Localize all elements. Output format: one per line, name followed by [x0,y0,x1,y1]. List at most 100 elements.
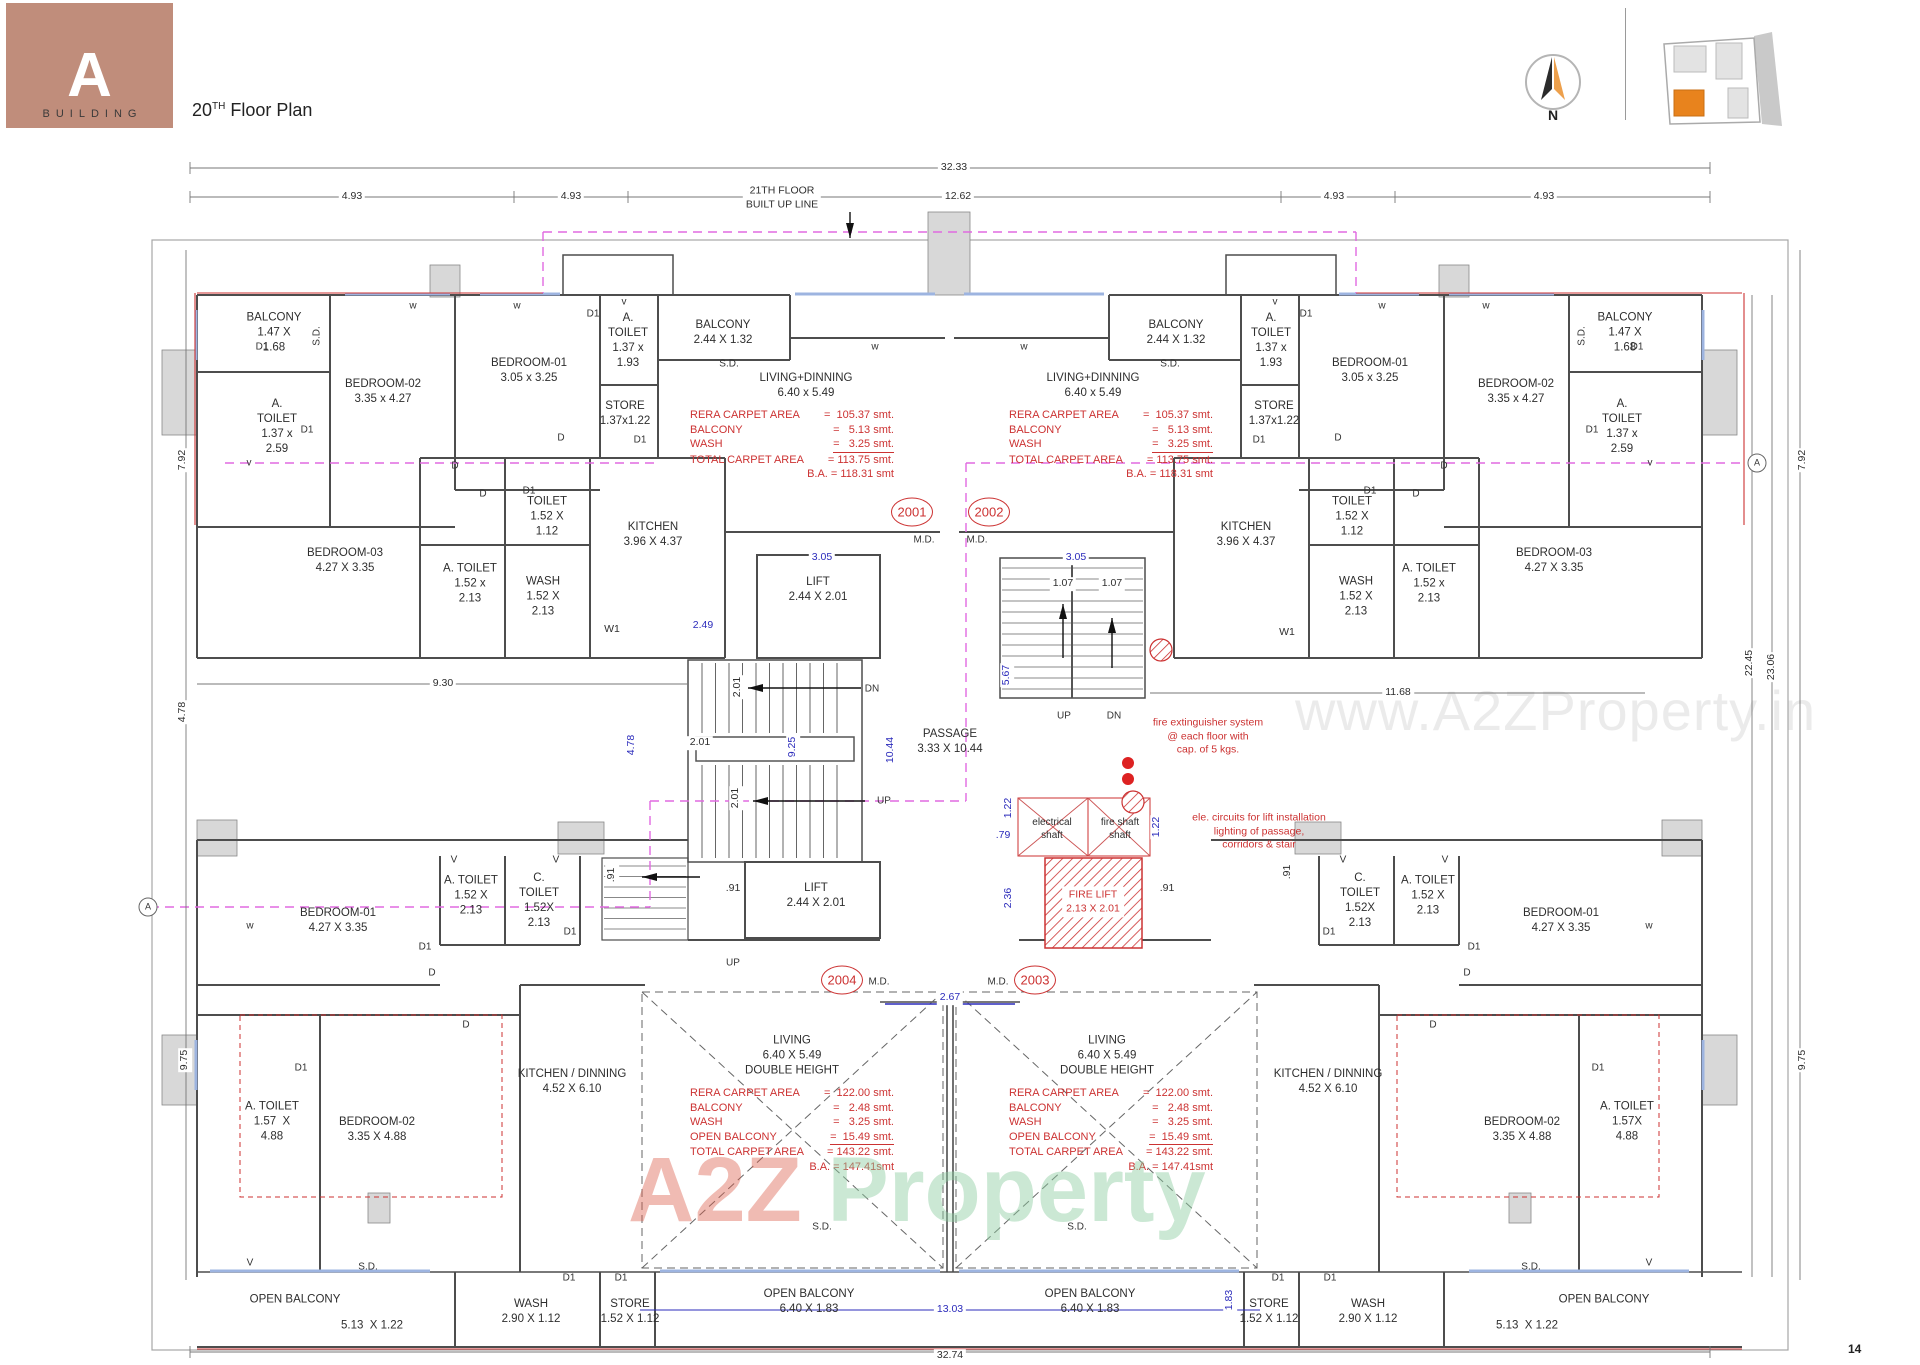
page-number: 14 [1848,1342,1862,1356]
door-tag: D1 [562,1272,576,1284]
room-a-toilet: A. TOILET 1.37 x 2.59 [1601,398,1643,455]
dim: .91 [1156,882,1178,896]
dim: 7.92 [1796,447,1810,473]
dim-blue: 1.83 [1223,1287,1237,1313]
room-wash: WASH 1.52 X 2.13 [1338,575,1374,618]
room-balcony: BALCONY 2.44 X 1.32 [1146,319,1206,346]
sliding-door-tag: S.D. [1521,1261,1541,1273]
vent-tag: V [552,854,560,866]
door-tag: D1 [1630,341,1644,353]
window-tag: w [513,300,521,312]
door-tag: D [451,460,459,472]
window-tag: W1 [601,623,623,637]
room-lift: LIFT 2.44 X 2.01 [786,882,846,909]
dim: 9.30 [429,677,457,691]
room-a-toilet: A. TOILET 1.37 x 2.59 [256,398,298,455]
dim: 23.06 [1765,651,1779,683]
room-bedroom-01: BEDROOM-01 3.05 x 3.25 [1331,357,1409,384]
room-a-toilet: A. TOILET 1.52 x 2.13 [1402,562,1456,605]
room-balcony: BALCONY 1.47 X 1.68 [246,311,302,354]
building-word: BUILDING [42,108,143,120]
highlighted-building-block [1673,89,1705,117]
dim: 2.01 [731,674,745,700]
dim: 1.07 [1049,577,1077,591]
door-tag: D1 [563,926,577,938]
door-tag: D1 [300,424,314,436]
door-tag: D [557,432,565,444]
door-tag: D1 [255,341,269,353]
room-a-toilet: A. TOILET 1.52 X 2.13 [444,874,498,917]
building-letter: A [67,41,112,111]
north-compass-icon: N [1525,54,1581,123]
room-a-toilet: A. TOILET 1.37 x 1.93 [607,312,649,369]
room-wash: WASH 2.90 X 1.12 [1338,1298,1398,1325]
window-tag: w [246,920,254,932]
main-door-tag: M.D. [966,534,988,546]
door-tag: D1 [522,485,536,497]
room-living: LIVING 6.40 X 5.49 DOUBLE HEIGHT [745,1034,839,1077]
room-lift: LIFT 2.44 X 2.01 [788,576,848,603]
room-c-toilet: C. TOILET 1.52X 2.13 [518,872,560,929]
room-bedroom-02: BEDROOM-02 3.35 x 4.27 [344,378,422,405]
dim: 4.93 [338,190,366,204]
room-living: LIVING 6.40 X 5.49 DOUBLE HEIGHT [1060,1034,1154,1077]
room-kitchen-dinning: KITCHEN / DINNING 4.52 X 6.10 [517,1068,627,1095]
stair-direction: UP [1057,710,1071,722]
room-bedroom-03: BEDROOM-03 4.27 X 3.35 [1515,547,1593,574]
room-open-balcony: OPEN BALCONY 6.40 X 1.83 [763,1288,855,1315]
room-bedroom-01: BEDROOM-01 4.27 X 3.35 [299,907,377,934]
vent-tag: V [246,1257,254,1269]
door-tag: D1 [1271,1272,1285,1284]
door-tag: D [1412,488,1420,500]
door-tag: D1 [1363,485,1377,497]
door-tag: D [428,967,436,979]
dim-blue: 4.78 [625,732,639,758]
sliding-door-tag: S.D. [1576,326,1588,346]
dim: 9.75 [1796,1047,1810,1073]
window-tag: w [409,300,417,312]
dim: 4.93 [1530,190,1558,204]
sliding-door-tag: S.D. [719,358,739,370]
dim: 2.01 [729,785,743,811]
window-tag: w [1020,341,1028,353]
dim: 12.62 [941,190,975,204]
door-tag: D1 [1299,308,1313,320]
dim: .91 [1281,862,1295,882]
window-tag: w [1482,300,1490,312]
note-ele-circuits: ele. circuits for lift installation ligh… [1192,811,1326,851]
dim: .91 [722,882,744,896]
vent-tag: V [1339,854,1347,866]
dim: 4.93 [1320,190,1348,204]
page-title: 20TH Floor Plan [192,100,313,120]
dim-blue: 1.22 [1002,795,1016,821]
window-tag: w [871,341,879,353]
dim-blue: 3.05 [1062,551,1090,565]
dim-blue: 2.36 [1002,885,1016,911]
main-door-tag: M.D. [868,976,890,988]
dim: .91 [605,865,619,885]
room-bedroom-03: BEDROOM-03 4.27 X 3.35 [306,547,384,574]
note-built-up-line: 21TH FLOOR BUILT UP LINE [742,184,822,212]
dim-overall-bottom: 32.74 [933,1349,967,1363]
room-balcony: BALCONY 1.47 X 1.68 [1597,311,1653,354]
room-open-balcony-size: 5.13 X 1.22 [340,1319,404,1332]
sliding-door-tag: S.D. [358,1261,378,1273]
stair-direction: DN [864,683,880,695]
room-bedroom-02: BEDROOM-02 3.35 X 4.88 [1483,1116,1561,1143]
room-bedroom-01: BEDROOM-01 4.27 X 3.35 [1522,907,1600,934]
door-tag: D [1334,432,1342,444]
door-tag: D1 [1585,424,1599,436]
room-wash: WASH 1.52 X 2.13 [525,575,561,618]
room-toilet: TOILET 1.52 X 1.12 [1331,495,1373,538]
room-open-balcony-size: 5.13 X 1.22 [1495,1319,1559,1332]
stair-direction: UP [726,957,740,969]
dim-blue: 2.67 [936,991,964,1005]
building-brand-block: A BUILDING [6,3,173,128]
header-divider [1625,8,1626,120]
dim: 9.75 [178,1047,192,1073]
door-tag: D1 [1323,1272,1337,1284]
room-store: STORE 1.37x1.22 [599,400,651,427]
door-tag: D1 [1322,926,1336,938]
room-open-balcony: OPEN BALCONY [249,1293,341,1306]
